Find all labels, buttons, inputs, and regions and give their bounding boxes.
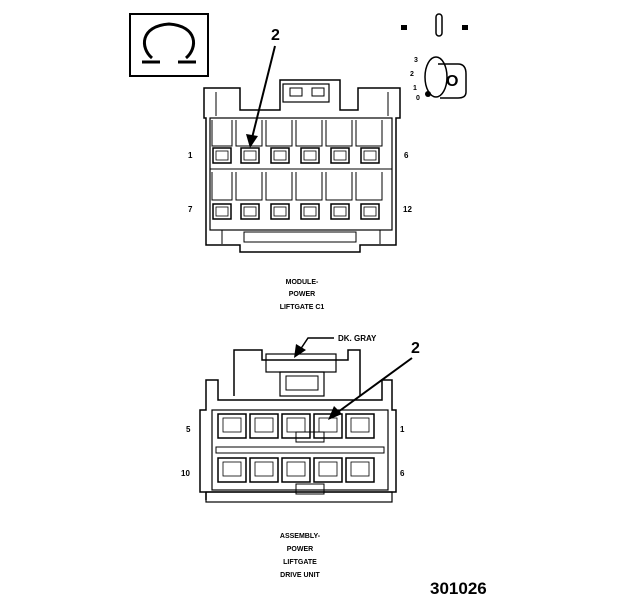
- drive-cavity-row-2: [217, 457, 375, 483]
- key-position-3: 3: [414, 57, 418, 64]
- drive-pin-label-5: 5: [186, 425, 191, 434]
- key-position-2: 2: [410, 71, 414, 78]
- c1-pin-label-1: 1: [188, 151, 193, 160]
- drive-caption-line-1: ASSEMBLY-: [280, 533, 321, 540]
- key-position-0: 0: [416, 95, 420, 102]
- drive-pin-label-1: 1: [400, 425, 405, 434]
- ignition-key-icon: 3 2 1 0 O: [401, 13, 468, 102]
- connector-drive-unit: 5 1 10 6 DK. GRAY 2 ASSEMBLY- POWER LIFT…: [181, 334, 420, 579]
- c1-cavity-row-2: [211, 172, 383, 220]
- figure-number: 301026: [430, 579, 487, 598]
- color-label-arrowhead: [294, 344, 306, 358]
- drive-pin-label-10: 10: [181, 469, 190, 478]
- color-label-arrow: [299, 337, 334, 351]
- c1-callout-arrowhead: [246, 134, 258, 148]
- drive-callout-arrow: [337, 357, 413, 413]
- drive-callout-number: 2: [411, 340, 420, 357]
- c1-pin-label-6: 6: [404, 151, 409, 160]
- drive-cavity-row-1: [217, 413, 375, 439]
- c1-caption-line-2: POWER: [289, 291, 315, 298]
- drive-caption-line-3: LIFTGATE: [283, 559, 317, 566]
- drive-callout-arrowhead: [328, 406, 342, 420]
- c1-caption-line-1: MODULE-: [286, 279, 319, 286]
- drive-caption-line-4: DRIVE UNIT: [280, 572, 320, 579]
- c1-caption-line-3: LIFTGATE C1: [280, 304, 325, 311]
- ohm-meter-icon: [129, 13, 209, 77]
- c1-pin-label-12: 12: [403, 205, 412, 214]
- connector-c1: 1 6 7 12 2 MODULE- POWER LIFTGATE C1: [188, 27, 412, 311]
- key-label: O: [446, 73, 458, 90]
- color-label: DK. GRAY: [338, 334, 377, 343]
- drive-caption-line-2: POWER: [287, 546, 313, 553]
- c1-callout-number: 2: [271, 27, 280, 44]
- key-position-1: 1: [413, 85, 417, 92]
- c1-callout-arrow: [251, 45, 276, 139]
- c1-pin-label-7: 7: [188, 205, 193, 214]
- drive-pin-label-6: 6: [400, 469, 405, 478]
- c1-cavity-row-1: [211, 120, 383, 164]
